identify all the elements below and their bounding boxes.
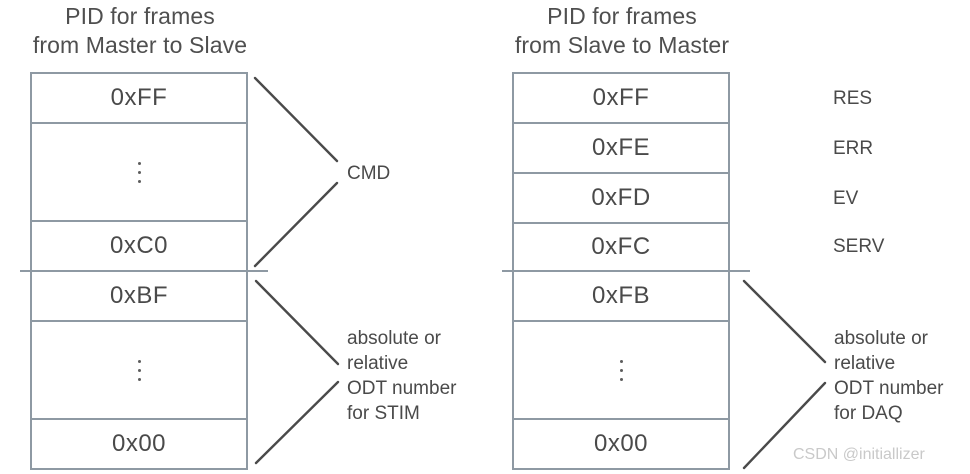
pid-value: 0xFF	[110, 84, 168, 111]
stim-brace-lower-line	[254, 380, 340, 465]
left-panel-title-line1: PID for frames	[65, 3, 215, 29]
cmd-brace-lower-line	[253, 181, 339, 268]
vertical-ellipsis-icon	[619, 359, 623, 381]
table-row: 0xFE	[514, 124, 728, 174]
vertical-ellipsis-icon	[137, 359, 141, 381]
annotation-cmd: CMD	[347, 163, 391, 184]
table-row: 0xFF	[32, 74, 246, 124]
pid-value: 0xFB	[591, 282, 650, 309]
table-row: 0xFC	[514, 224, 728, 272]
left-panel-title-line2: from Master to Slave	[32, 32, 248, 58]
pid-value: 0x00	[111, 430, 167, 457]
row-label-err: ERR	[833, 138, 874, 159]
pid-value: 0xFD	[591, 184, 651, 211]
pid-value: 0xFE	[591, 134, 650, 161]
row-label-ev: EV	[833, 188, 859, 209]
pid-value: 0xC0	[109, 232, 169, 259]
table-row: 0xFD	[514, 174, 728, 224]
pid-value: 0x00	[593, 430, 649, 457]
table-row: 0x00	[514, 420, 728, 468]
annotation-stim: absolute or relative ODT number for STIM	[347, 328, 457, 424]
right-panel-title-line2: from Slave to Master	[514, 32, 730, 58]
left-table-split-line	[20, 270, 268, 272]
right-table-split-line	[502, 270, 750, 272]
table-row: 0xFB	[514, 272, 728, 322]
watermark: CSDN @initiallizer	[793, 446, 925, 463]
table-row	[32, 322, 246, 420]
vertical-ellipsis-icon	[137, 161, 141, 183]
pid-value: 0xFC	[591, 233, 651, 260]
table-row: 0xBF	[32, 272, 246, 322]
pid-value: 0xBF	[109, 282, 168, 309]
table-row: 0x00	[32, 420, 246, 468]
right-panel-title-line1: PID for frames	[547, 3, 697, 29]
stim-brace-upper-line	[254, 279, 340, 366]
table-row: 0xC0	[32, 222, 246, 272]
row-label-res: RES	[833, 88, 873, 109]
table-row: 0xFF	[514, 74, 728, 124]
annotation-daq: absolute or relative ODT number for DAQ	[834, 328, 944, 424]
table-row	[514, 322, 728, 420]
pid-value: 0xFF	[592, 84, 650, 111]
daq-brace-upper-line	[742, 279, 827, 364]
row-label-serv: SERV	[833, 236, 885, 257]
table-row	[32, 124, 246, 222]
cmd-brace-upper-line	[253, 76, 339, 163]
